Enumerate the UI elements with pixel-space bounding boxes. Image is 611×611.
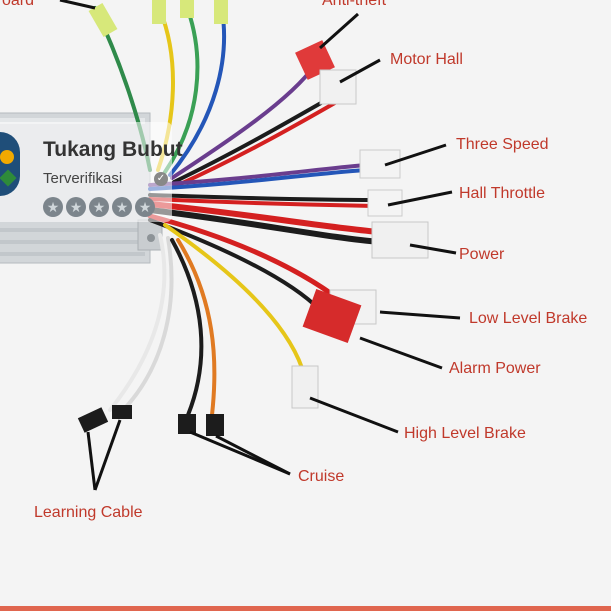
star-icon: ★ — [43, 197, 63, 217]
verified-badge-icon: ✓ — [154, 172, 168, 186]
label-anti-theft: Anti-theft — [322, 0, 387, 9]
label-alarm-power: Alarm Power — [449, 360, 541, 377]
label-three-speed: Three Speed — [456, 136, 549, 153]
wire-cruise-2 — [176, 238, 217, 417]
star-icon: ★ — [66, 197, 86, 217]
connector-alarm-power — [302, 288, 362, 344]
label-low-level-brake: Low Level Brake — [469, 310, 588, 327]
connectors — [77, 0, 429, 436]
wire-motor-hall-2 — [174, 98, 342, 188]
seller-logo — [0, 132, 20, 196]
wire-top-green — [163, 8, 200, 174]
star-icon: ★ — [89, 197, 109, 217]
wire-power-2 — [147, 207, 383, 245]
wire-power-1 — [147, 201, 383, 235]
seller-name[interactable]: Tukang Bubut — [43, 138, 183, 161]
wire-cruise-1 — [170, 238, 204, 417]
connector-power — [371, 221, 429, 259]
connector-top-yellow — [152, 0, 166, 24]
label-hall-throttle: Hall Throttle — [459, 185, 545, 202]
wire-learning-1 — [108, 233, 167, 412]
connector-top-blue — [214, 0, 228, 24]
label-learning-cable: Learning Cable — [34, 504, 143, 521]
connector-top-green — [180, 0, 194, 18]
star-icon: ★ — [112, 197, 132, 217]
wire-low-brake — [147, 213, 343, 303]
wire-alarm — [148, 218, 322, 312]
connector-three-speed — [359, 149, 401, 179]
bottom-divider — [0, 606, 611, 611]
wire-top-blue — [168, 8, 226, 177]
wire-learning-2 — [123, 236, 174, 410]
wire-anti-theft — [170, 63, 317, 180]
label-high-level-brake: High Level Brake — [404, 425, 526, 442]
wire-hall-throttle-2 — [148, 197, 377, 208]
label-power: Power — [459, 246, 505, 263]
bottom-wires — [108, 233, 217, 417]
seller-rating: ★ ★ ★ ★ ★ — [43, 197, 155, 217]
star-icon: ★ — [135, 197, 155, 217]
wire-three-speed-2 — [148, 168, 367, 191]
wire-three-speed-1 — [148, 163, 367, 187]
label-motor-hall: Motor Hall — [390, 51, 463, 68]
wire-high-brake — [163, 223, 304, 370]
connector-board — [88, 3, 118, 37]
seller-verified-status: Terverifikasi — [43, 170, 123, 187]
connector-high-brake — [291, 365, 319, 409]
connector-learning-2 — [112, 405, 132, 419]
pointer-lines — [59, 0, 461, 491]
connector-cruise-2 — [206, 414, 224, 436]
label-cruise: Cruise — [298, 468, 345, 485]
connector-learning-1 — [77, 407, 109, 433]
label-board: oard — [2, 0, 35, 9]
wire-hall-throttle-1 — [148, 193, 377, 202]
connector-cruise-1 — [178, 414, 196, 434]
right-wires — [147, 163, 383, 370]
